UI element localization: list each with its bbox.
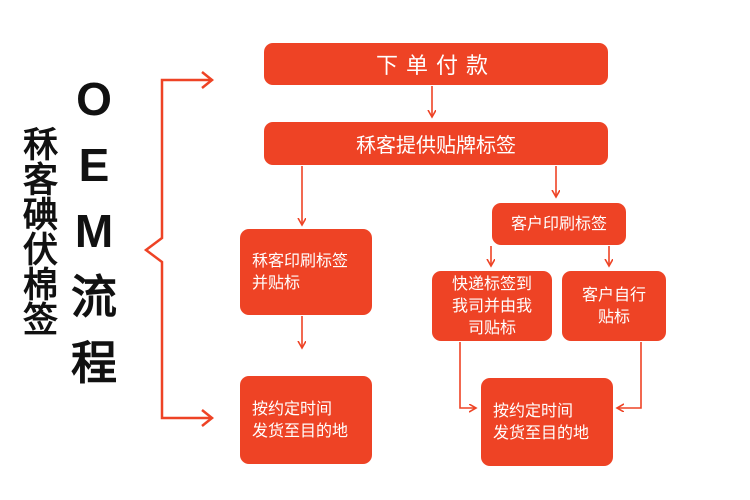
arrow-self-to-ship [618,342,642,408]
node-customer-prints-label: 客户印刷标签 [492,203,626,245]
node-ship-on-time-right: 按约定时间 发货至目的地 [481,378,613,466]
node-our-print-and-attach: 秝客印刷标签 并贴标 [240,229,372,315]
oem-letter-m: M [74,205,114,257]
node-customer-self-attach: 客户自行 贴标 [562,271,666,341]
bracket-line [143,78,210,420]
brand-vertical-title: 秝客碘伏棉签 [17,126,57,336]
oem-process-title: O E M 流 程 [62,72,126,402]
node-order-payment: 下单付款 [264,43,608,85]
bracket-bottom-arrowhead [201,409,215,427]
oem-char-liu: 流 [71,271,117,323]
oem-letter-e: E [78,139,110,191]
oem-char-cheng: 程 [71,337,117,389]
node-customer-provides-label: 秝客提供贴牌标签 [264,122,608,165]
node-express-label-to-us: 快递标签到 我司并由我 司贴标 [432,271,552,341]
arrow-express-to-ship [459,342,475,408]
bracket-top-arrowhead [201,71,215,89]
node-ship-on-time-left: 按约定时间 发货至目的地 [240,376,372,464]
oem-letter-o: O [76,73,112,125]
